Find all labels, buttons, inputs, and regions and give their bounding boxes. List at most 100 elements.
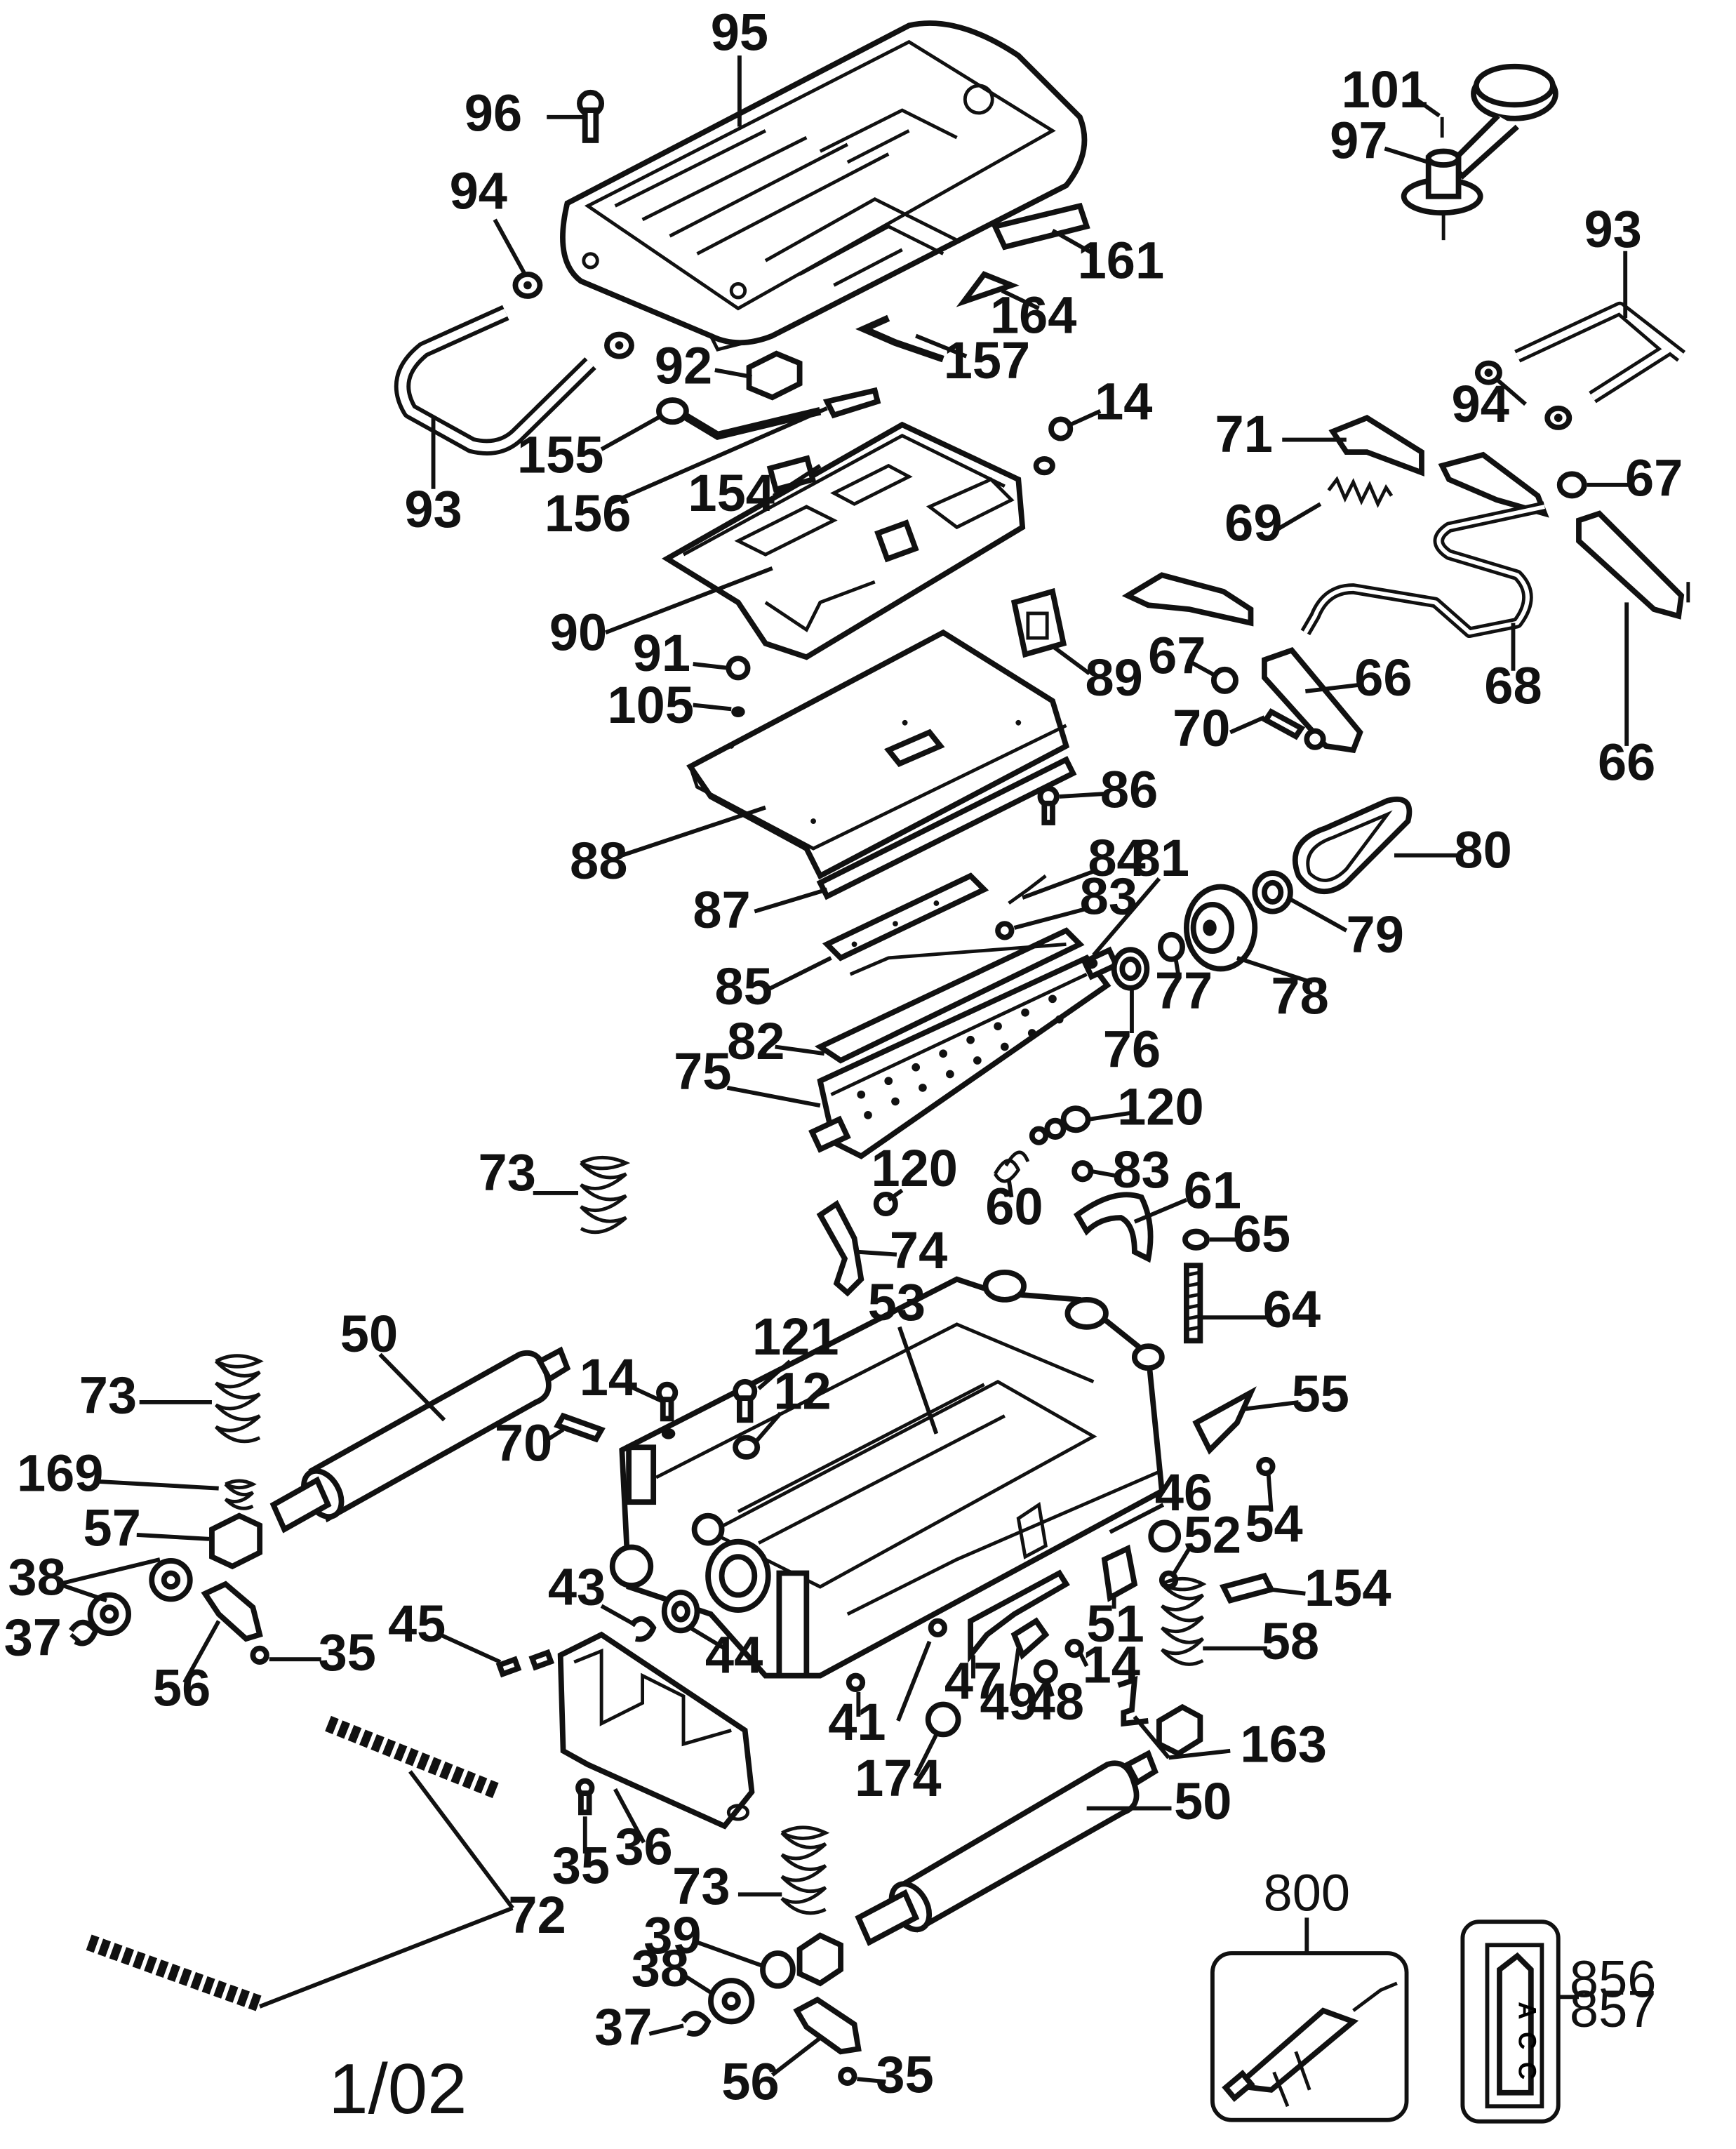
part-38-gear-left [87, 1558, 193, 1637]
part-72-chain-upper [325, 1715, 502, 1800]
label-52: 52 [1184, 1505, 1241, 1564]
part-14-screw-top [1033, 416, 1074, 476]
label-89: 89 [1085, 648, 1142, 707]
part-36-cover [557, 1631, 755, 1830]
part-56-bracket-left [201, 1581, 263, 1642]
part-66-bracket-right [1576, 510, 1690, 620]
label-95: 95 [711, 3, 768, 61]
label-71: 71 [1215, 405, 1273, 463]
part-81-key [1083, 957, 1098, 969]
part-58-block [1156, 1703, 1203, 1757]
label-57: 57 [84, 1499, 141, 1557]
label-35-low: 35 [876, 2046, 933, 2104]
label-163: 163 [1240, 1715, 1327, 1773]
part-56-bracket-lower [793, 1996, 862, 2055]
label-38-left: 38 [8, 1548, 65, 1606]
inset-card-letter-a: A [1513, 2002, 1540, 2019]
label-66-right: 66 [1598, 733, 1655, 792]
part-64-threaded-rod [1183, 1263, 1203, 1344]
part-14-screw-low [1064, 1638, 1084, 1658]
label-74: 74 [890, 1221, 947, 1279]
part-clip-mid [1121, 572, 1254, 627]
label-56-left: 56 [153, 1658, 211, 1717]
label-54: 54 [1245, 1495, 1302, 1553]
part-97-crank-handle [1401, 63, 1558, 241]
label-48: 48 [1027, 1672, 1084, 1731]
part-80-belt [1292, 797, 1413, 895]
part-50-roller-upper [269, 1346, 571, 1533]
part-85-blade-bar [822, 872, 989, 962]
label-85: 85 [715, 957, 773, 1016]
part-50-roller-lower [855, 1750, 1159, 1946]
label-94-right: 94 [1452, 375, 1509, 433]
label-82: 82 [727, 1012, 784, 1070]
part-37-clip-lower [681, 2010, 712, 2037]
part-90-carriage [661, 421, 1026, 660]
label-64: 64 [1263, 1280, 1321, 1338]
label-39: 39 [643, 1906, 701, 1964]
label-36: 36 [615, 1817, 672, 1875]
label-38-low: 38 [632, 1939, 689, 1997]
part-76-bearing [1111, 947, 1150, 991]
label-66-mid: 66 [1354, 648, 1412, 707]
part-39-bushing [760, 1950, 796, 1989]
part-49-clip [1010, 1617, 1050, 1660]
label-37-left: 37 [4, 1608, 62, 1666]
label-79: 79 [1347, 905, 1404, 964]
label-121: 121 [752, 1308, 839, 1366]
label-70-mid: 70 [495, 1414, 552, 1472]
label-92: 92 [655, 337, 712, 395]
label-93-left: 93 [404, 480, 462, 538]
label-14-top: 14 [1095, 372, 1152, 430]
label-68: 68 [1484, 657, 1542, 715]
label-37-low: 37 [594, 1998, 652, 2056]
part-55-plate [1192, 1386, 1257, 1455]
label-43: 43 [548, 1557, 606, 1616]
part-86-screw [1037, 785, 1060, 825]
part-161-label [991, 202, 1090, 251]
label-174: 174 [855, 1749, 942, 1807]
leader-lines [58, 55, 1634, 2084]
label-77: 77 [1155, 962, 1213, 1020]
part-65-washer [1182, 1228, 1210, 1251]
part-174-ball [925, 1701, 961, 1738]
part-14-screw-mid [656, 1381, 679, 1439]
part-73-spring-b [215, 1354, 264, 1444]
part-91-screw [726, 656, 751, 718]
label-155: 155 [517, 425, 604, 484]
part-93-handle-right [1514, 301, 1686, 404]
label-76: 76 [1103, 1020, 1161, 1079]
label-56-low: 56 [721, 2052, 779, 2110]
part-77-ring [1157, 931, 1185, 962]
part-61-clamp [1073, 1192, 1154, 1263]
label-78: 78 [1271, 967, 1328, 1025]
part-154-label-b [1219, 1572, 1276, 1604]
part-96-screw [577, 89, 605, 143]
part-71-bracket [1328, 415, 1424, 477]
part-68-lever-rod [1300, 451, 1549, 639]
label-47: 47 [944, 1652, 1002, 1710]
footer-code: 1/02 [328, 2049, 467, 2129]
part-69-spring [1327, 476, 1394, 508]
label-60: 60 [985, 1178, 1043, 1236]
label-97: 97 [1330, 111, 1387, 169]
part-46-cap [1148, 1519, 1182, 1553]
part-47-lever [968, 1569, 1070, 1663]
label-58: 58 [1262, 1612, 1319, 1670]
part-93-handle-left [394, 305, 596, 455]
part-164-clip [956, 271, 1020, 307]
part-60-spring [994, 1150, 1030, 1183]
part-57-block [209, 1512, 263, 1570]
label-55: 55 [1292, 1365, 1349, 1423]
label-96: 96 [465, 84, 522, 142]
inset-800-panel [1210, 1951, 1409, 2122]
label-46: 46 [1155, 1463, 1213, 1522]
part-157-hex-key [855, 314, 944, 363]
inset-card-letter-c1: C [1513, 2032, 1540, 2049]
label-51: 51 [1086, 1595, 1144, 1653]
label-14-low: 14 [1083, 1635, 1140, 1694]
label-12: 12 [773, 1362, 831, 1421]
part-41-screws [846, 1618, 947, 1692]
label-35-left: 35 [319, 1623, 376, 1682]
